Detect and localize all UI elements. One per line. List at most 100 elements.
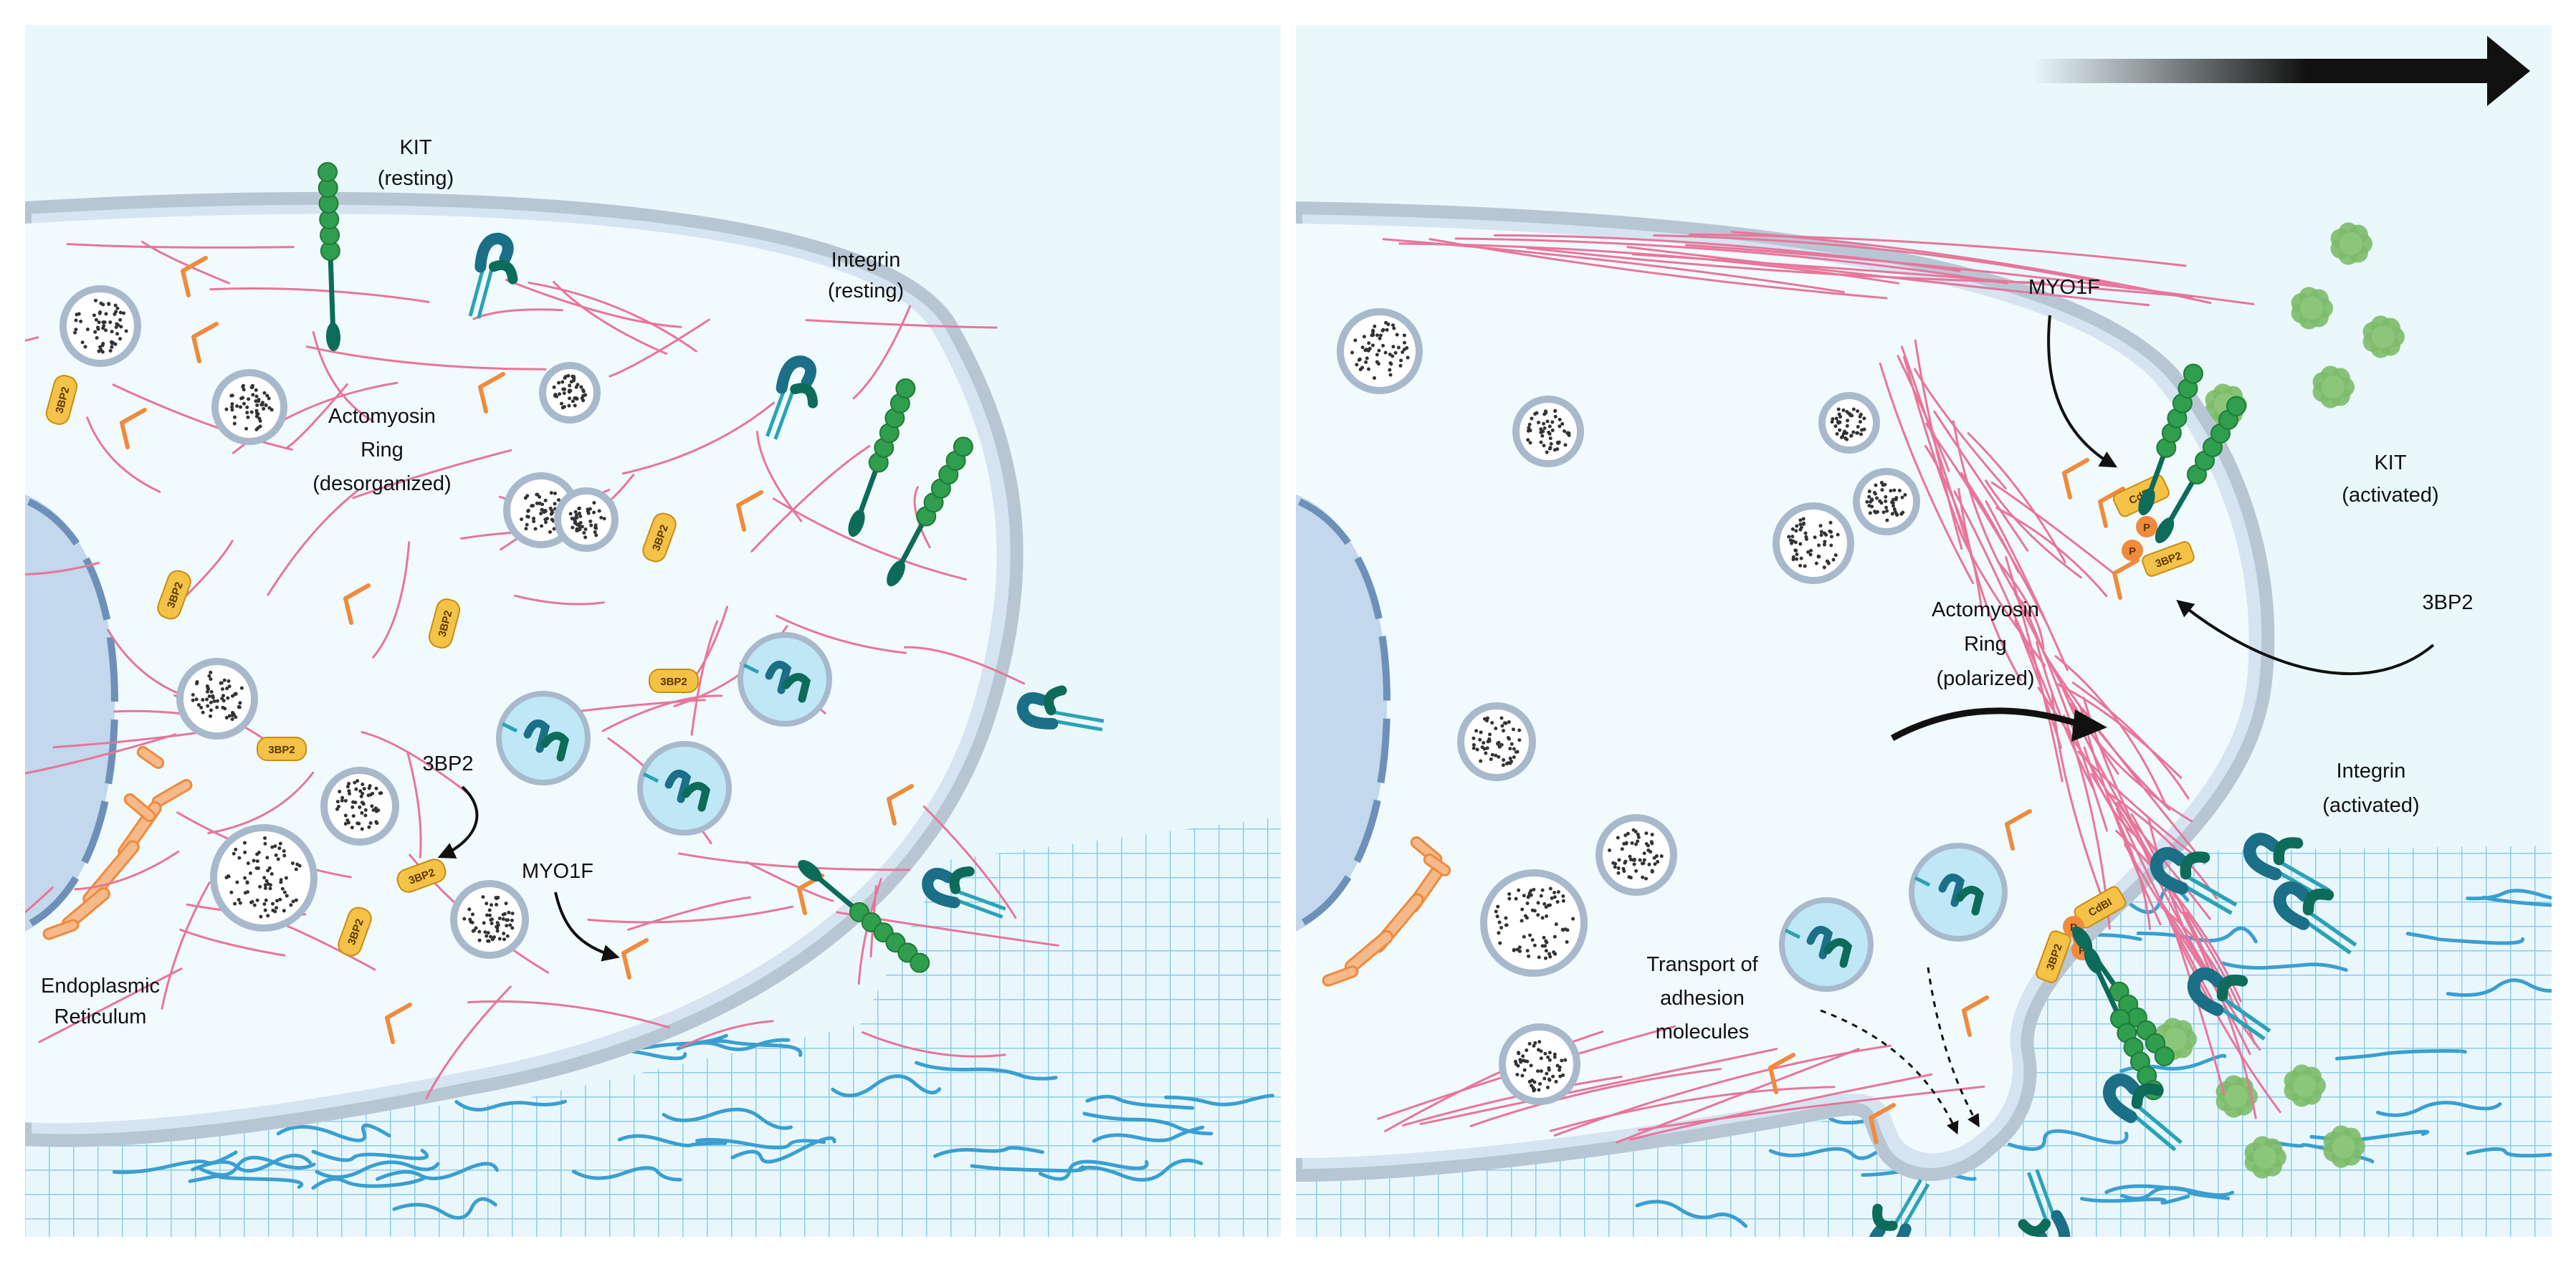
cargo-dot: [98, 345, 102, 349]
cargo-dot: [1498, 941, 1502, 945]
cargo-dot: [73, 330, 77, 335]
cargo-dot: [1537, 1088, 1541, 1092]
integrin-head: [2131, 1083, 2164, 1109]
integrin-cargo: [765, 660, 792, 694]
cargo-dot: [1571, 917, 1575, 921]
cargo-dot: [1373, 324, 1377, 328]
cargo-dot: [262, 406, 266, 411]
er-label: Endoplasmic: [41, 975, 160, 998]
cargo-dot: [1838, 420, 1842, 424]
cargo-dot: [1522, 894, 1526, 898]
cargo-dot: [221, 694, 226, 698]
cargo-dot: [1621, 866, 1626, 871]
cargo-dot: [1542, 444, 1546, 448]
cargo-dot: [1519, 1060, 1523, 1064]
cargo-dot: [581, 389, 586, 393]
actin-filament: [601, 694, 723, 732]
cargo-dot: [237, 897, 241, 902]
cargo-dot: [1507, 720, 1511, 725]
cargo-dot: [1362, 335, 1366, 339]
cargo-dot: [93, 330, 97, 334]
ecm-fiber: [2405, 932, 2524, 945]
cargo-dot: [490, 903, 494, 907]
cargo-dot: [1372, 376, 1376, 381]
cargo-dot: [1538, 1081, 1542, 1086]
cargo-dot: [209, 670, 213, 674]
cargo-dot: [1530, 938, 1535, 942]
cargo-dot: [553, 491, 557, 495]
ecm-fiber: [2080, 1195, 2190, 1205]
actin-filament: [406, 750, 422, 859]
cargo-dot: [262, 876, 267, 880]
cargo-dot: [1547, 1066, 1551, 1070]
kit-kinase: [798, 860, 822, 881]
cargo-dot: [567, 388, 571, 393]
cargo-dot: [1894, 496, 1899, 500]
ecm-fiber: [191, 1153, 312, 1173]
integrin-leg: [2137, 1105, 2183, 1144]
ligand-core: [2253, 1146, 2276, 1169]
cargo-dot: [351, 800, 356, 804]
kit-domain: [2183, 363, 2203, 384]
svg-text:MYO1F: MYO1F: [2028, 276, 2100, 299]
cargo-dot: [1823, 540, 1827, 544]
myosin-motor: [478, 372, 505, 414]
myosin-motor: [191, 322, 219, 363]
actin-filament: [1990, 481, 2117, 576]
cargo-dot: [1553, 952, 1557, 956]
cargo-dot: [1803, 564, 1807, 568]
cargo-dot: [249, 410, 254, 414]
cargo-dot: [1561, 899, 1565, 903]
actin-filament: [1967, 432, 2066, 564]
cargo-dot: [1380, 328, 1385, 333]
integrin-head: [2018, 1218, 2051, 1237]
cargo-dot: [1554, 922, 1558, 927]
cargo-dot: [85, 328, 90, 332]
cargo-dot: [221, 699, 226, 703]
cargo-dot: [115, 332, 120, 336]
cargo-dot: [1550, 429, 1555, 433]
vesicle: [1457, 702, 1536, 781]
cargo-dot: [277, 846, 282, 851]
ligand-core: [2372, 325, 2395, 348]
cargo-dot: [1514, 897, 1518, 901]
cargo-dot: [589, 523, 593, 527]
ecm-fiber: [676, 1038, 791, 1051]
integrin: [2187, 967, 2271, 1041]
ecm-fiber: [695, 1137, 826, 1149]
cargo-dot: [574, 513, 578, 517]
cargo-dot: [266, 914, 270, 918]
cargo-dot: [1883, 482, 1887, 487]
cargo-dot: [1890, 500, 1894, 505]
cargo-dot: [215, 699, 219, 703]
cargo-dot: [1544, 949, 1548, 953]
integrin-cargo: [540, 732, 570, 762]
cargo-dot: [1490, 752, 1494, 757]
nuclear-envelope: [1297, 498, 1391, 928]
vesicle: [211, 369, 287, 445]
integrin-head: [2302, 888, 2334, 916]
cargo-dot: [199, 705, 204, 709]
integrin-head: [474, 232, 514, 273]
cargo-dot: [1633, 829, 1638, 833]
cargo-dot: [1553, 408, 1557, 413]
cargo-dot: [1806, 550, 1811, 554]
cargo-dot: [592, 510, 596, 515]
cargo-dot: [361, 801, 366, 806]
cargo-dot: [255, 403, 259, 407]
cargo-dot: [1556, 890, 1560, 894]
cargo-dot: [258, 419, 262, 423]
cargo-dot: [549, 491, 553, 495]
svg-text:(activated): (activated): [2342, 484, 2438, 507]
integrin-receptors: [1868, 833, 2357, 1237]
cargo-dot: [122, 311, 126, 315]
actomyosin-state-label: (desorganized): [313, 472, 451, 495]
cargo-dot: [602, 517, 606, 521]
integrin-cargo: [682, 782, 711, 812]
cargo-dot: [1525, 916, 1529, 920]
cargo-dot: [1552, 890, 1557, 894]
cargo-dot: [1482, 740, 1486, 745]
actin-filament: [553, 280, 668, 355]
cargo-dot: [1517, 738, 1522, 742]
